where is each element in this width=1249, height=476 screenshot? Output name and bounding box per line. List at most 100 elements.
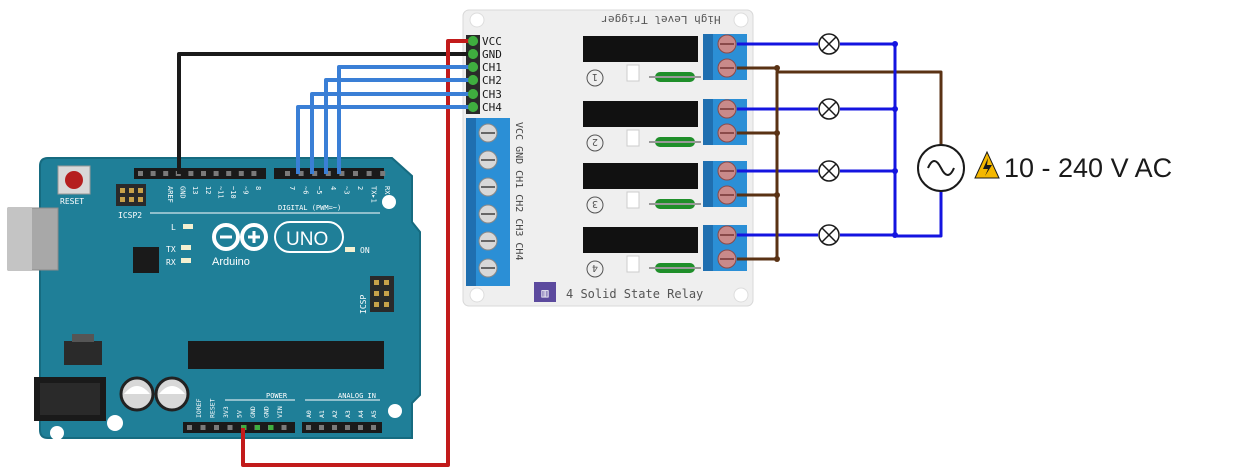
icsp2-label: ICSP2 bbox=[118, 211, 142, 220]
channel-number: 2 bbox=[592, 136, 598, 147]
ssr-resistor bbox=[626, 191, 640, 209]
analog-pin bbox=[306, 425, 311, 430]
wire-end bbox=[468, 36, 478, 46]
digital-pin bbox=[201, 171, 206, 176]
digital-pin-label: 7 bbox=[288, 186, 296, 190]
digital-pin-label: 12 bbox=[204, 186, 212, 194]
mount-hole bbox=[50, 426, 64, 440]
digital-pin-label: ~10 bbox=[229, 186, 237, 199]
analog-pin-label: A0 bbox=[305, 410, 313, 418]
digital-pin bbox=[325, 171, 331, 176]
digital-pin-label: GND bbox=[179, 186, 187, 199]
digital-header-left bbox=[134, 168, 266, 179]
wire-end bbox=[468, 102, 478, 112]
wire-end bbox=[468, 62, 478, 72]
ch2-wire bbox=[324, 78, 471, 174]
ssr-resistor bbox=[626, 64, 640, 82]
wire-end bbox=[468, 75, 478, 85]
digital-pin bbox=[366, 171, 372, 176]
pin-active bbox=[255, 425, 260, 430]
digital-pin-label: 4 bbox=[329, 186, 337, 190]
wire-junction bbox=[774, 65, 780, 71]
digital-pin-label: 8 bbox=[254, 186, 262, 190]
analog-pin bbox=[332, 425, 337, 430]
digital-label: DIGITAL (PWM=~) bbox=[278, 204, 341, 212]
digital-pin bbox=[251, 171, 257, 176]
icsp-label: ICSP bbox=[359, 295, 368, 314]
channel-number: 4 bbox=[592, 262, 598, 273]
power-pin-label: GND bbox=[249, 406, 257, 418]
power-pin-label: VIN bbox=[276, 406, 284, 418]
analog-label: ANALOG IN bbox=[338, 392, 376, 400]
relay-header-label: GND bbox=[482, 48, 502, 61]
ssr-chip bbox=[583, 36, 698, 62]
high-voltage-warning-icon bbox=[974, 150, 1000, 179]
channel-number: 3 bbox=[592, 198, 598, 209]
digital-pin bbox=[150, 171, 156, 176]
pin-active bbox=[268, 425, 274, 430]
digital-pin-label: ~5 bbox=[315, 186, 323, 194]
digital-pin-label: ~9 bbox=[242, 186, 250, 194]
power-pin bbox=[227, 425, 233, 430]
power-pin-label: RESET bbox=[209, 398, 217, 418]
channel-number-badge bbox=[586, 196, 604, 214]
relay-top-label: High Level Trigger bbox=[601, 13, 721, 26]
relay-header-label: CH3 bbox=[482, 88, 502, 101]
digital-pin bbox=[226, 171, 232, 176]
ch1-wire bbox=[337, 65, 471, 174]
wires bbox=[177, 33, 943, 467]
gnd-wire bbox=[177, 52, 471, 174]
power-label: POWER bbox=[266, 392, 288, 400]
ac-wiring bbox=[737, 33, 943, 262]
digital-pin bbox=[213, 171, 219, 176]
digital-pin bbox=[238, 171, 244, 176]
digital-pin-label: ~6 bbox=[302, 186, 310, 194]
icsp2-header bbox=[116, 184, 146, 206]
channel-number-badge bbox=[586, 260, 604, 278]
l-label: L bbox=[171, 223, 176, 232]
mount-hole bbox=[382, 195, 396, 209]
ssr-chip bbox=[583, 101, 698, 127]
neutral-bus bbox=[893, 44, 943, 238]
power-pin-label: GND bbox=[263, 406, 271, 418]
wire-end bbox=[468, 49, 478, 59]
relay-logo-glyph: ▥ bbox=[541, 286, 549, 300]
digital-pin-label: ~11 bbox=[216, 186, 224, 199]
analog-pin bbox=[345, 425, 350, 430]
digital-pin bbox=[380, 171, 386, 176]
input-terminal-screws bbox=[478, 123, 498, 278]
relay-logo-icon bbox=[534, 282, 556, 302]
channel-number-badge bbox=[586, 134, 604, 152]
digital-pin bbox=[312, 171, 318, 176]
digital-pin-label: TX▸1 bbox=[370, 186, 378, 203]
relay-header-label: CH2 bbox=[482, 74, 502, 87]
power-pin bbox=[214, 425, 219, 430]
reset-label: RESET bbox=[60, 197, 84, 206]
reset-button[interactable] bbox=[57, 165, 91, 195]
digital-pin-label: 13 bbox=[191, 186, 199, 194]
on-label: ON bbox=[360, 246, 370, 255]
analog-pin bbox=[371, 425, 376, 430]
wire-end bbox=[468, 89, 478, 99]
power-header bbox=[183, 422, 295, 433]
digital-pin-dots bbox=[138, 171, 386, 176]
ssr-chip bbox=[583, 227, 698, 253]
analog-pin-label: A2 bbox=[331, 410, 339, 418]
analog-pin-label: A5 bbox=[370, 410, 378, 418]
digital-pin bbox=[138, 171, 143, 176]
ssr-resistor bbox=[626, 255, 640, 273]
power-pin bbox=[200, 425, 206, 430]
brand-label: Arduino bbox=[212, 256, 250, 268]
ac-source-label: 10 - 240 V AC bbox=[1004, 153, 1172, 183]
rx-label: RX bbox=[166, 258, 176, 267]
relay-header-label: CH1 bbox=[482, 61, 502, 74]
power-pin-label: 3V3 bbox=[222, 406, 230, 418]
vcc-wire bbox=[241, 39, 471, 467]
icsp-header bbox=[370, 276, 394, 312]
